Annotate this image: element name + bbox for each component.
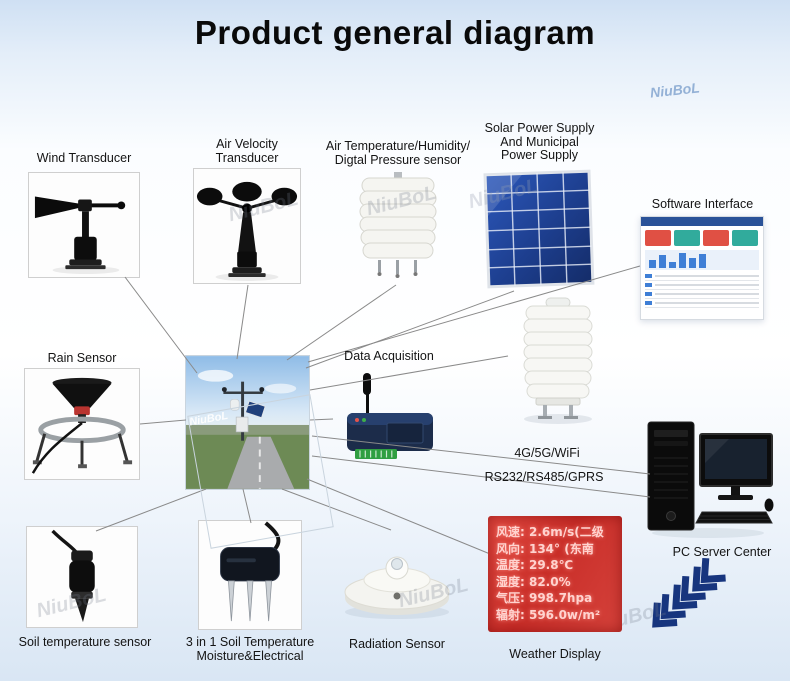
- label-line: Digtal Pressure sensor: [334, 152, 462, 167]
- air-temp-image: [348, 170, 448, 289]
- label-line: Moisture&Electrical: [196, 648, 304, 663]
- tile-teal: [732, 230, 758, 246]
- weather-display-label: Weather Display: [509, 647, 601, 661]
- data-logger-icon: [347, 373, 433, 459]
- solar-panel-icon: [483, 169, 595, 289]
- label-line: Transducer: [215, 150, 279, 165]
- radiation-shield-icon: [359, 172, 437, 278]
- table-row: [645, 272, 759, 281]
- table-row: [645, 290, 759, 299]
- wind-transducer-label: Wind Transducer: [36, 151, 132, 165]
- rain-gauge-icon: [31, 377, 133, 474]
- display-line-humidity: 湿度: 82.0%: [496, 574, 571, 589]
- air-velocity-label: Air Velocity Transducer: [178, 137, 316, 165]
- software-interface-image: [640, 216, 764, 320]
- air-velocity-image-box: [193, 168, 301, 284]
- table-row: [645, 281, 759, 290]
- dashboard-titlebar: [641, 217, 763, 226]
- pc-server-image: [646, 418, 774, 545]
- display-line-temp: 温度: 29.8℃: [496, 558, 574, 572]
- wind-vane-icon: [34, 196, 126, 275]
- radiation-sensor-label: Radiation Sensor: [349, 637, 445, 651]
- data-acquisition-image: [330, 368, 448, 473]
- soil-temp-image-box: [26, 526, 138, 628]
- weather-station-photo: NiuBoL: [185, 355, 334, 549]
- label-line: Air Velocity: [216, 137, 278, 151]
- label-line: Air Temperature/Humidity/: [325, 139, 471, 153]
- connectivity-rs-label: RS232/RS485/GPRS: [484, 470, 604, 484]
- display-line-windspeed: 风速: 2.6m/s(二级: [496, 525, 604, 539]
- soil-3in1-label: 3 in 1 Soil Temperature Moisture&Electri…: [168, 635, 332, 663]
- dashboard-mini-chart: [645, 250, 759, 270]
- weather-display-panel: 风速: 2.6m/s(二级 风向: 134° (东南 温度: 29.8℃ 湿度:…: [488, 516, 622, 632]
- air-temp-label: Air Temperature/Humidity/ Digtal Pressur…: [313, 139, 483, 167]
- louvered-shelter-image: [505, 296, 611, 431]
- label-line: And Municipal: [500, 134, 579, 149]
- tile-red: [703, 230, 729, 246]
- connectivity-4g-label: 4G/5G/WiFi: [514, 446, 580, 460]
- soil-temp-probe-icon: [51, 529, 95, 623]
- radiation-sensor-image: [338, 526, 456, 627]
- software-interface-label: Software Interface: [651, 197, 754, 211]
- wind-transducer-image-box: [28, 172, 140, 278]
- cup-anemometer-icon: [196, 181, 298, 281]
- label-line: Power Supply: [500, 148, 579, 162]
- soil-3in1-image-box: [198, 520, 302, 630]
- solar-label: Solar Power Supply And Municipal Power S…: [472, 121, 607, 163]
- display-line-radiation: 辐射: 596.0w/m²: [496, 607, 601, 622]
- soil-temp-label: Soil temperature sensor: [18, 635, 152, 649]
- tile-teal: [674, 230, 700, 246]
- solar-panel-image: [480, 168, 598, 297]
- pc-server-label: PC Server Center: [672, 545, 772, 559]
- double-chevron-icon: [652, 557, 726, 628]
- page-title: Product general diagram: [194, 14, 596, 51]
- weather-station-scene: [186, 356, 309, 489]
- display-line-winddir: 风向: 134° (东南: [496, 541, 594, 556]
- table-row: [645, 299, 759, 308]
- label-line: 3 in 1 Soil Temperature: [185, 635, 315, 649]
- chevron-arrows: [644, 556, 728, 635]
- display-line-pressure: 气压: 998.7hpa: [496, 591, 593, 605]
- soil-3in1-sensor-icon: [220, 521, 281, 622]
- data-acquisition-label: Data Acquisition: [344, 349, 434, 363]
- pc-server-icon: [647, 421, 774, 538]
- radiation-sensor-icon: [344, 556, 450, 619]
- dashboard-table: [645, 272, 759, 308]
- watermark-text: NiuBoL: [187, 394, 334, 549]
- tile-red: [645, 230, 671, 246]
- rain-sensor-label: Rain Sensor: [47, 351, 117, 365]
- label-line: Solar Power Supply: [484, 121, 595, 135]
- rain-sensor-image-box: [24, 368, 140, 480]
- dashboard-tiles: [641, 226, 763, 248]
- louvered-shelter-icon: [523, 297, 593, 424]
